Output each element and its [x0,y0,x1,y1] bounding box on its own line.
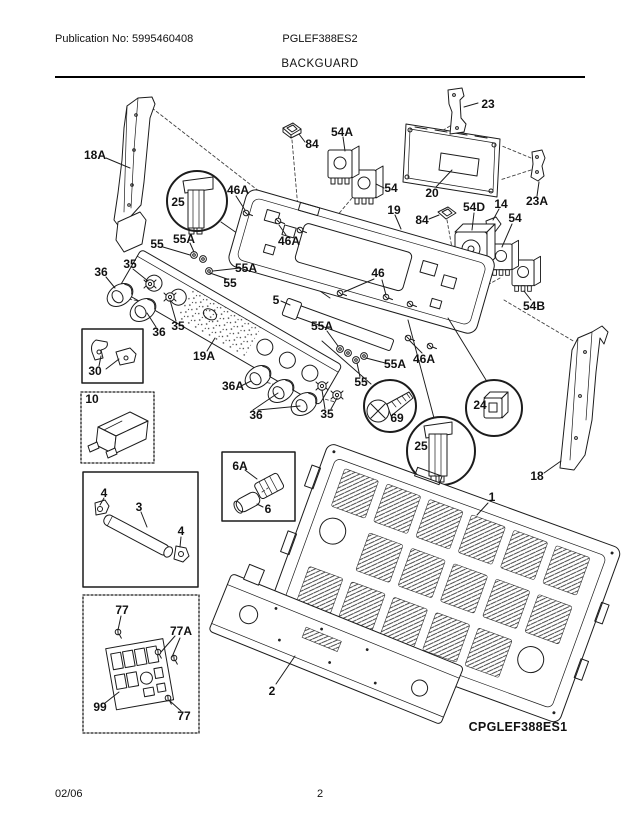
part-switches-54a-54 [327,145,384,205]
detail-box-lens-6 [221,451,296,522]
detail-circle-25-lower [406,319,476,486]
part-control-board-20 [402,123,501,198]
detail-box-lamp-3-4 [82,471,199,588]
part-bracket-23a [530,149,546,182]
part-lower-panel-2 [209,563,463,724]
header-rule [55,76,585,78]
part-end-cap-18 [559,325,609,471]
part-control-panel-19a [119,250,342,405]
footer-date: 02/06 [55,788,83,800]
model-number: PGLEF388ES2 [282,33,358,45]
publication-number: Publication No: 5995460408 [55,33,194,45]
part-overlay-5 [281,297,394,351]
page-title: BACKGUARD [281,58,359,70]
diagram-code: CPGLEF388ES1 [468,720,568,734]
part-nut-84-top [282,122,302,139]
footer-page-number: 2 [316,788,324,800]
part-bracket-23 [447,87,467,135]
detail-circle-25-upper [166,170,331,299]
detail-box-30 [81,328,144,384]
detail-circle-69 [321,340,417,433]
part-main-frame-19 [228,189,495,334]
callout-leaders [98,102,562,712]
detail-box-power-board-99 [82,594,200,734]
detail-box-10-ballast [80,391,155,464]
detail-circle-24 [447,317,523,437]
part-end-cap-18a [113,96,156,253]
part-rear-panel-1 [266,444,621,723]
